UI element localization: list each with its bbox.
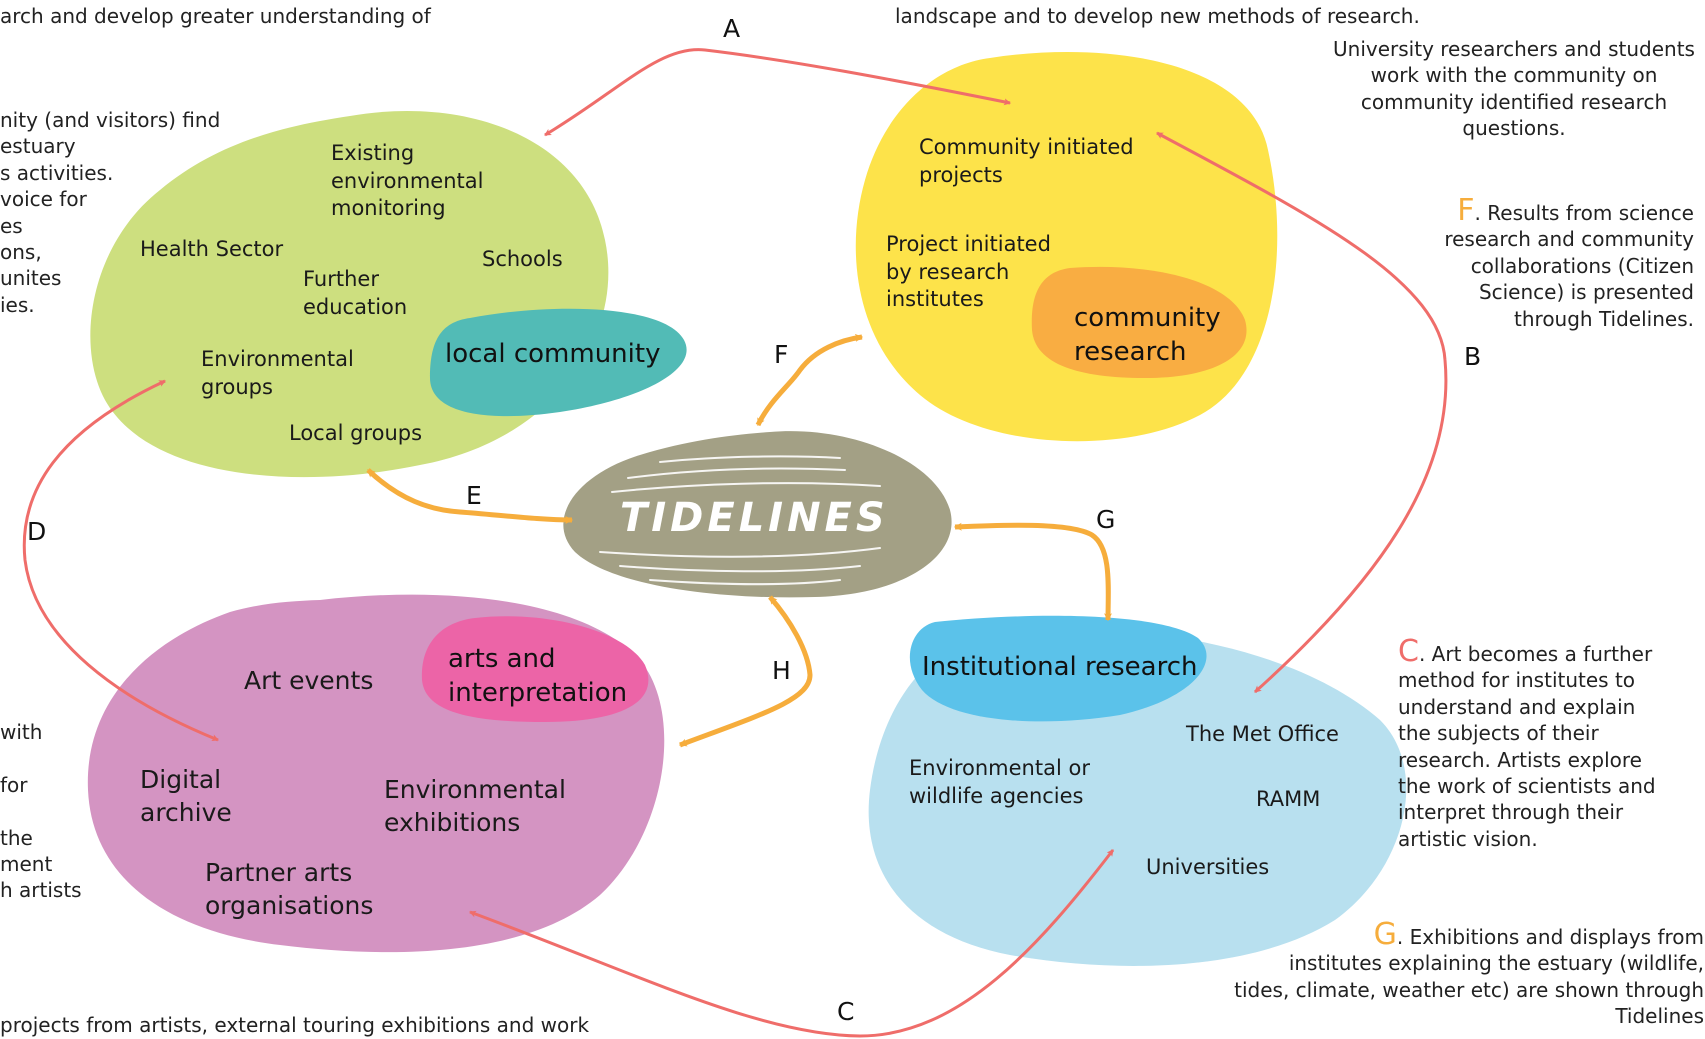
node-existing-monitoring: Existing environmental monitoring [331, 141, 484, 221]
arrow-f [755, 333, 864, 427]
note-left-upper: nity (and visitors) find estuary s activ… [0, 108, 221, 317]
node-art-events: Art events [244, 666, 374, 695]
arrow-e [366, 468, 574, 524]
node-environmental-groups: Environmental groups [201, 347, 354, 399]
note-letter-f: F [1457, 193, 1475, 228]
node-local-groups: Local groups [289, 421, 423, 445]
edge-label-f: F [774, 340, 789, 369]
note-right-c: C. Art becomes a further method for inst… [1398, 637, 1704, 852]
note-right-f: F. Results from science research and com… [1340, 196, 1694, 332]
arrow-h [678, 595, 813, 748]
arrow-a [544, 48, 1012, 137]
note-letter-g: G [1373, 917, 1397, 952]
edge-label-b: B [1464, 342, 1482, 371]
arrow-b [1156, 131, 1448, 694]
note-right-c-text: . Art becomes a further method for insti… [1398, 642, 1656, 851]
node-environmental-exhibitions: Environmental exhibitions [384, 775, 566, 837]
node-digital-archive: Digital archive [140, 765, 232, 827]
tidelines-logo-text: TIDELINES [620, 495, 889, 541]
node-further-education: Further education [303, 267, 408, 319]
node-community-initiated: Community initiated projects [919, 135, 1134, 187]
note-right-g-text: . Exhibitions and displays from institut… [1234, 925, 1704, 1029]
node-met-office: The Met Office [1186, 722, 1339, 746]
node-environmental-agencies: Environmental or wildlife agencies [909, 756, 1090, 808]
arts-badge [421, 616, 649, 722]
note-top-left: arch and develop greater understanding o… [0, 4, 431, 28]
note-bottom: projects from artists, external touring … [0, 1013, 590, 1037]
node-universities: Universities [1146, 855, 1270, 879]
node-ramm: RAMM [1256, 787, 1321, 811]
hub-arts-interpretation: arts and interpretation [448, 644, 628, 709]
note-right-a: University researchers and students work… [1333, 37, 1695, 141]
node-health-sector: Health Sector [140, 237, 284, 261]
note-left-lower: with for the ment h artists [0, 720, 82, 903]
note-top-right: landscape and to develop new methods of … [895, 4, 1420, 28]
node-schools: Schools [482, 247, 563, 271]
edge-label-e: E [466, 481, 482, 510]
arrow-d [22, 379, 219, 742]
note-right-g: G. Exhibitions and displays from institu… [1200, 920, 1704, 1030]
edge-label-a: A [723, 14, 741, 43]
node-partner-arts: Partner arts organisations [205, 858, 374, 920]
hub-local-community: local community [445, 339, 661, 369]
edge-label-d: D [27, 517, 47, 546]
note-right-f-text: . Results from science research and comm… [1444, 201, 1694, 331]
edge-label-h: H [772, 656, 791, 685]
edge-label-c: C [837, 997, 855, 1026]
arrow-c [469, 849, 1115, 1038]
arrow-g [953, 522, 1113, 622]
edge-label-g: G [1096, 505, 1116, 534]
institutional-badge [909, 615, 1207, 722]
node-project-initiated: Project initiated by research institutes [886, 232, 1051, 312]
local-community-badge [430, 308, 687, 417]
hub-institutional-research: Institutional research [922, 652, 1198, 682]
note-letter-c: C [1398, 634, 1419, 669]
hub-community-research: community research [1074, 303, 1221, 368]
tidelines-wave-lines [599, 455, 881, 586]
